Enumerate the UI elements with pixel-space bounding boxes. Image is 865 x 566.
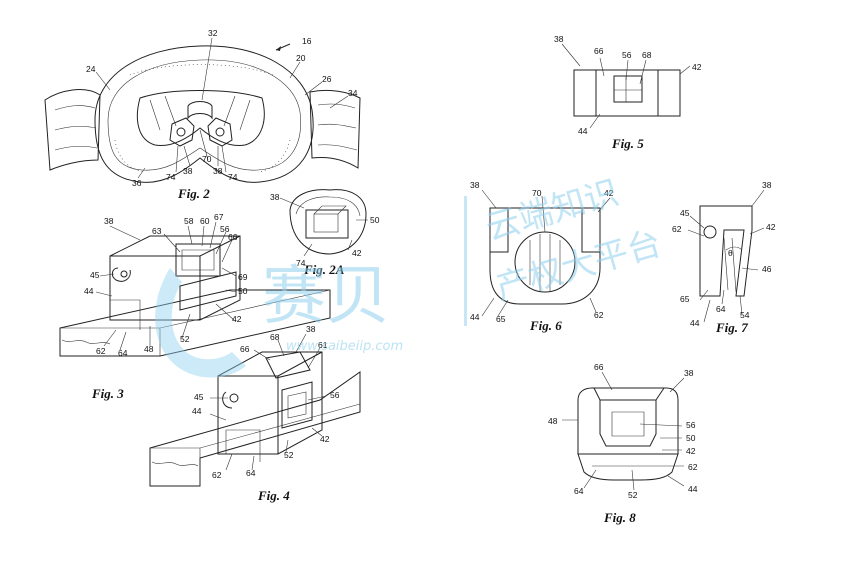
fig6-ref-42: 42 — [604, 188, 614, 198]
fig8-ref-62: 62 — [688, 462, 698, 472]
fig4-ref-68: 68 — [270, 332, 280, 342]
fig6-ref-70: 70 — [532, 188, 542, 198]
fig3-ref-69: 69 — [238, 272, 248, 282]
fig7-ref-62: 62 — [672, 224, 682, 234]
fig8-caption: Fig. 8 — [603, 510, 636, 525]
fig3-ref-48: 48 — [144, 344, 154, 354]
fig2a-ref-50: 50 — [370, 215, 380, 225]
fig2-ref-16: 16 — [302, 36, 312, 46]
fig2a-ref-42: 42 — [352, 248, 362, 258]
fig5-ref-44: 44 — [578, 126, 588, 136]
fig2-ref-70: 70 — [202, 154, 212, 164]
fig3-caption: Fig. 3 — [91, 386, 124, 401]
fig3-ref-67: 67 — [214, 212, 224, 222]
watermark-brand: 赛贝 — [262, 260, 390, 334]
fig3-ref-42: 42 — [232, 314, 242, 324]
fig8-ref-44: 44 — [688, 484, 698, 494]
fig3-ref-38: 38 — [104, 216, 114, 226]
fig5-ref-42: 42 — [692, 62, 702, 72]
figure-8-front-view — [562, 371, 685, 491]
fig4-caption: Fig. 4 — [257, 488, 290, 503]
watermark: 赛贝 www.saibeiip.com 云端知识 产权大平台 — [155, 173, 666, 378]
figure-6-side-view — [481, 189, 611, 317]
figure-5-top-view — [561, 43, 691, 129]
fig4-ref-42: 42 — [320, 434, 330, 444]
fig2-ref-36: 36 — [132, 178, 142, 188]
watermark-url: www.saibeiip.com — [286, 339, 403, 354]
fig7-ref-38: 38 — [762, 180, 772, 190]
fig2-ref-38a: 38 — [183, 166, 193, 176]
fig4-ref-56: 56 — [330, 390, 340, 400]
fig5-ref-66: 66 — [594, 46, 604, 56]
fig4-ref-52: 52 — [284, 450, 294, 460]
fig8-ref-52: 52 — [628, 490, 638, 500]
fig3-ref-66: 66 — [228, 232, 238, 242]
fig2a-caption: Fig. 2A — [303, 262, 345, 277]
fig2-ref-74a: 74 — [166, 172, 176, 182]
fig8-ref-66: 66 — [594, 362, 604, 372]
fig2a-ref-38: 38 — [270, 192, 280, 202]
fig2-ref-26: 26 — [322, 74, 332, 84]
fig7-ref-42: 42 — [766, 222, 776, 232]
fig8-ref-50: 50 — [686, 433, 696, 443]
watermark-slogan-1: 云端知识 — [481, 173, 623, 249]
fig4-ref-62: 62 — [212, 470, 222, 480]
fig3-ref-50: 50 — [238, 286, 248, 296]
fig2-ref-74b: 74 — [228, 172, 238, 182]
fig3-ref-62: 62 — [96, 346, 106, 356]
fig7-ref-64: 64 — [716, 304, 726, 314]
figure-7-section-view — [687, 189, 765, 323]
fig5-ref-68: 68 — [642, 50, 652, 60]
fig4-ref-45: 45 — [194, 392, 204, 402]
fig6-ref-62: 62 — [594, 310, 604, 320]
fig7-ref-65: 65 — [680, 294, 690, 304]
figure-4-clip-on-rail — [149, 333, 361, 487]
fig8-ref-64: 64 — [574, 486, 584, 496]
fig3-ref-58: 58 — [184, 216, 194, 226]
fig2-caption: Fig. 2 — [177, 186, 210, 201]
fig4-ref-38: 38 — [306, 324, 316, 334]
fig7-ref-54: 54 — [740, 310, 750, 320]
fig3-ref-44: 44 — [84, 286, 94, 296]
fig4-ref-44: 44 — [192, 406, 202, 416]
fig7-ref-45: 45 — [680, 208, 690, 218]
fig7-ref-46: 46 — [762, 264, 772, 274]
fig3-ref-64: 64 — [118, 348, 128, 358]
fig3-ref-56: 56 — [220, 224, 230, 234]
figure-2a-clip-detail — [279, 189, 368, 257]
fig8-ref-56: 56 — [686, 420, 696, 430]
fig4-ref-64: 64 — [246, 468, 256, 478]
fig6-ref-65: 65 — [496, 314, 506, 324]
fig3-ref-63: 63 — [152, 226, 162, 236]
watermark-logo-icon — [155, 268, 246, 378]
fig6-ref-44: 44 — [470, 312, 480, 322]
fig2-ref-34: 34 — [348, 88, 358, 98]
fig8-ref-38: 38 — [684, 368, 694, 378]
fig8-ref-42: 42 — [686, 446, 696, 456]
fig7-ref-theta: θ — [728, 248, 733, 258]
fig7-ref-44: 44 — [690, 318, 700, 328]
fig2-ref-38b: 38 — [213, 166, 223, 176]
fig5-ref-38: 38 — [554, 34, 564, 44]
fig5-caption: Fig. 5 — [611, 136, 644, 151]
figure-3-clip-on-rail — [59, 221, 331, 357]
fig3-ref-52: 52 — [180, 334, 190, 344]
fig2-ref-32: 32 — [208, 28, 218, 38]
fig4-ref-61: 61 — [318, 340, 328, 350]
figure-2-goggle — [44, 37, 361, 183]
fig3-ref-60: 60 — [200, 216, 210, 226]
fig2-ref-24: 24 — [86, 64, 96, 74]
fig5-ref-56: 56 — [622, 50, 632, 60]
fig3-ref-45: 45 — [90, 270, 100, 280]
fig2-ref-20: 20 — [296, 53, 306, 63]
fig6-ref-38: 38 — [470, 180, 480, 190]
fig7-caption: Fig. 7 — [715, 320, 748, 335]
fig8-ref-48: 48 — [548, 416, 558, 426]
fig6-caption: Fig. 6 — [529, 318, 562, 333]
fig2a-ref-74: 74 — [296, 258, 306, 268]
fig4-ref-66: 66 — [240, 344, 250, 354]
